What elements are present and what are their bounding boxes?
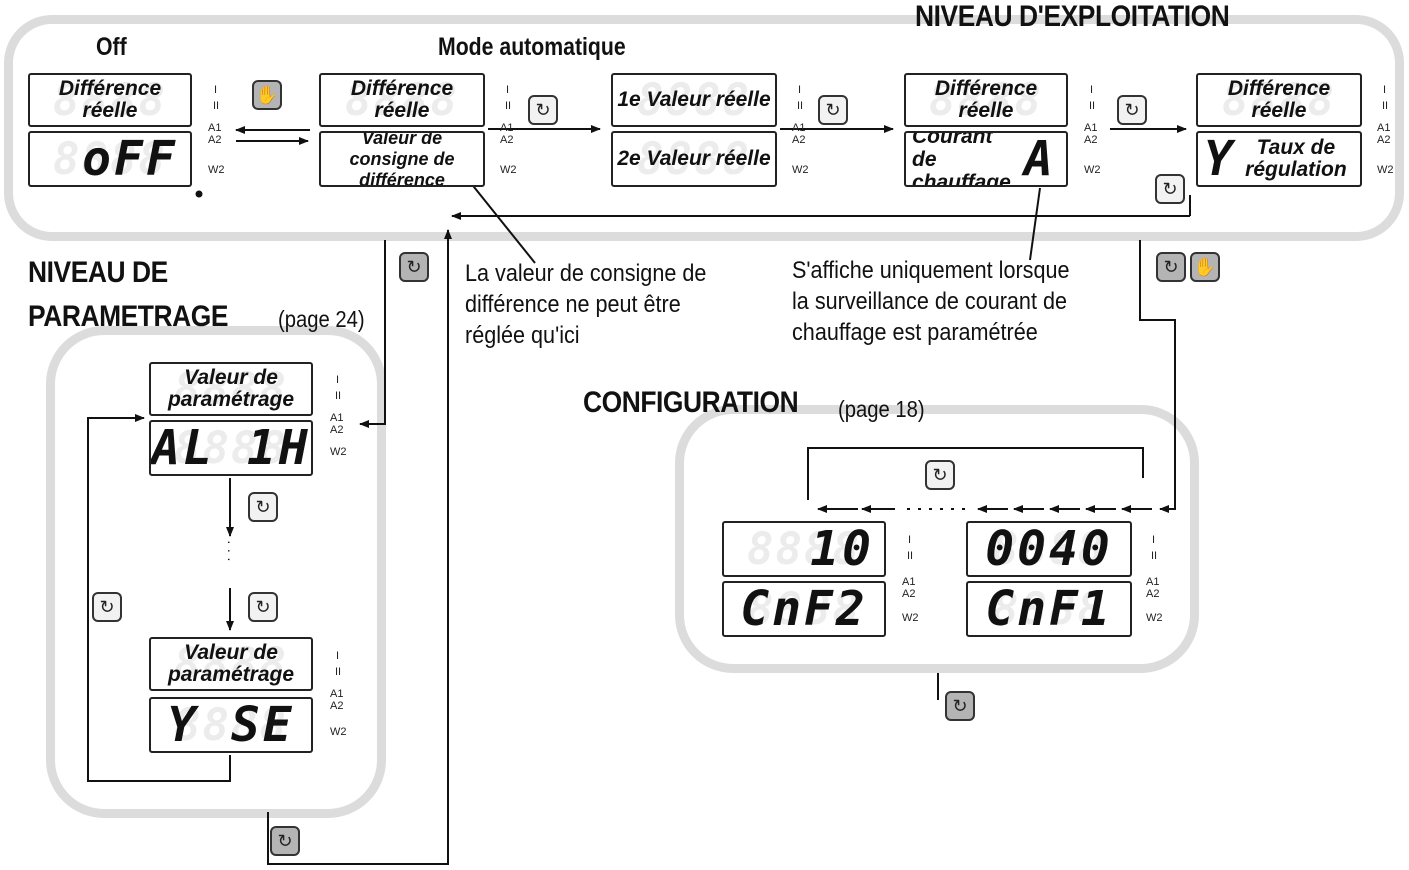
cycle-button-config-exit[interactable]: ↻ — [945, 691, 975, 721]
configuration-region — [675, 405, 1199, 673]
cycle-icon: ↻ — [825, 100, 841, 120]
cycle-button-4[interactable]: ↻ — [1155, 174, 1185, 204]
display-param1-bottom: 8888 AL 1H — [149, 420, 313, 476]
display-control-rate-top: 8888 Différence réelle — [1196, 73, 1362, 127]
display-config2-top: 8888 0040 — [966, 521, 1132, 577]
cycle-icon: ↻ — [277, 831, 293, 851]
operation-level-region — [4, 15, 1404, 241]
display-param1-top: 8888 Valeur de paramétrage — [149, 362, 313, 416]
display-heating-current-top: 8888 Différence réelle — [904, 73, 1068, 127]
setpoint-note: La valeur de consigne de différence ne p… — [465, 260, 707, 349]
display-off-bottom: 8888 oFF — [28, 131, 192, 187]
cycle-icon: ↻ — [535, 100, 551, 120]
cycle-button-to-parameter[interactable]: ↻ — [399, 252, 429, 282]
cycle-button-to-config[interactable]: ↻ — [1156, 252, 1186, 282]
cycle-button-1[interactable]: ↻ — [528, 95, 558, 125]
cycle-button-2[interactable]: ↻ — [818, 95, 848, 125]
display-actual-values-top: 8888 1e Valeur réelle — [611, 73, 777, 127]
cycle-icon: ↻ — [99, 597, 115, 617]
cycle-icon: ↻ — [406, 257, 422, 277]
parameter-level-region — [46, 326, 386, 818]
parameter-level-page-ref: (page 24) — [278, 306, 365, 332]
auto-mode-label: Mode automatique — [438, 33, 626, 61]
parameter-ellipsis: · · · — [222, 540, 238, 562]
cycle-icon: ↻ — [255, 597, 271, 617]
cycle-button-3[interactable]: ↻ — [1117, 95, 1147, 125]
display-actual-values-bottom: 8888 2e Valeur réelle — [611, 131, 777, 187]
display-config1-top: 8888 10 — [722, 521, 886, 577]
display-auto-bottom: Valeur de consigne de différence — [319, 131, 485, 187]
cycle-icon: ↻ — [1163, 257, 1179, 277]
display-config2-bottom: 8888 CnF1 — [966, 581, 1132, 637]
display-auto-top: 8888 Différence réelle — [319, 73, 485, 127]
parameter-level-title-line1: NIVEAU DE — [28, 256, 168, 289]
cycle-icon: ↻ — [1162, 179, 1178, 199]
cycle-icon: ↻ — [952, 696, 968, 716]
cycle-icon: ↻ — [1124, 100, 1140, 120]
cycle-icon: ↻ — [932, 465, 948, 485]
configuration-title: CONFIGURATION — [583, 386, 799, 419]
display-heating-current-bottom: Courant de chauffage A — [904, 131, 1068, 187]
heating-current-note: S'affiche uniquement lorsque la surveill… — [792, 257, 1070, 346]
cycle-button-param-loop[interactable]: ↻ — [92, 592, 122, 622]
cycle-button-param-exit[interactable]: ↻ — [270, 826, 300, 856]
operation-level-title: NIVEAU D'EXPLOITATION — [915, 0, 1230, 33]
cycle-icon: ↻ — [255, 497, 271, 517]
manual-button-top[interactable]: ✋ — [252, 80, 282, 110]
off-label: Off — [96, 33, 127, 61]
manual-icon: ✋ — [1193, 257, 1217, 277]
manual-button-to-config[interactable]: ✋ — [1190, 252, 1220, 282]
display-control-rate-bottom: Y Taux de régulation — [1196, 131, 1362, 187]
cycle-button-param-2[interactable]: ↻ — [248, 592, 278, 622]
cycle-button-config-loop[interactable]: ↻ — [925, 460, 955, 490]
display-param2-top: 8888 Valeur de paramétrage — [149, 637, 313, 691]
manual-icon: ✋ — [255, 85, 279, 105]
cycle-button-param-1[interactable]: ↻ — [248, 492, 278, 522]
display-config1-bottom: 8888 CnF2 — [722, 581, 886, 637]
display-param2-bottom: 8888 Y SE — [149, 697, 313, 753]
display-off-top: 8888 Différence réelle — [28, 73, 192, 127]
configuration-page-ref: (page 18) — [838, 396, 925, 422]
parameter-level-title-line2: PARAMETRAGE — [28, 300, 229, 333]
